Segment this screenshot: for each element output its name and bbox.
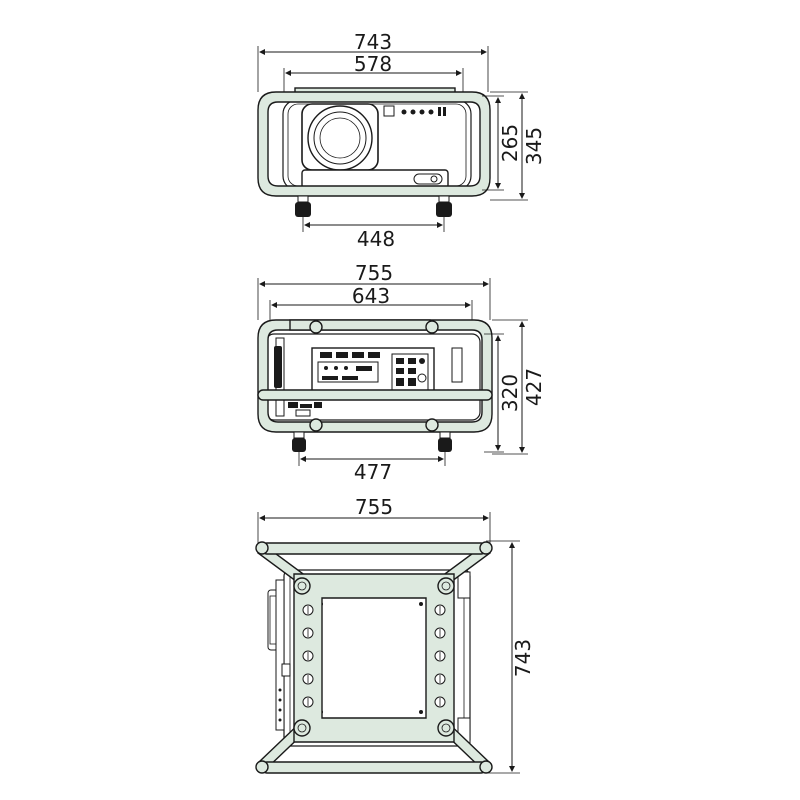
front-inner-width-dimension: 578 [283,52,464,96]
rear-body-height-dimension: 320 [484,333,522,453]
top-corner-front-left [255,541,269,555]
top-corner-rear-right [479,760,493,774]
front-view: 743 578 [257,30,546,251]
rear-connector-panel [311,347,435,395]
rear-right-foot [438,431,452,452]
rear-lower-ports [288,402,322,417]
rear-joint-top-right [425,320,439,334]
rear-overall-width-label: 755 [355,261,393,285]
front-frame [257,91,491,197]
top-overall-depth-label: 743 [511,639,535,677]
front-overall-height-label: 345 [522,127,546,165]
front-overall-width-label: 743 [354,30,392,54]
front-body-height-label: 265 [498,124,522,162]
top-view: 755 743 [255,495,535,774]
top-overall-depth-dimension: 743 [486,540,535,774]
rear-joint-bottom-left [309,418,323,432]
front-right-foot [436,195,452,217]
top-side-panel [267,579,291,731]
rear-middle-bar [257,389,493,401]
front-overall-width-dimension: 743 [257,30,489,92]
top-frame-rear-bar [261,761,487,774]
rear-overall-width-dimension: 755 [257,261,491,320]
front-inner-width-label: 578 [354,52,392,76]
lens-icon [301,103,379,171]
front-foot-spacing-label: 448 [357,227,395,251]
top-corner-rear-left [255,760,269,774]
rear-body-height-label: 320 [498,374,522,412]
rear-inner-width-label: 643 [352,284,390,308]
rear-overall-height-dimension: 427 [492,319,546,455]
rear-frame [257,319,493,433]
rear-handle [274,346,282,388]
front-controls [383,105,446,117]
top-right-bar-holes [434,604,446,708]
rear-inner-width-dimension: 643 [269,284,473,322]
rear-view: 755 643 [257,261,546,484]
front-overall-height-dimension: 345 [490,91,546,201]
rear-overall-height-label: 427 [522,368,546,406]
front-left-foot [295,195,311,217]
rear-joint-bottom-right [425,418,439,432]
rear-joint-top-left [309,320,323,334]
front-body-height-dimension: 265 [482,95,522,191]
top-overall-width-label: 755 [355,495,393,519]
top-corner-front-right [479,541,493,555]
top-left-bar-holes [302,604,314,708]
rear-foot-spacing-dimension: 477 [298,452,446,484]
top-overall-width-dimension: 755 [257,495,491,548]
top-inner-joints [293,577,455,737]
rear-foot-spacing-label: 477 [354,460,392,484]
top-frame-front-bar [261,542,487,555]
rear-left-foot [292,431,306,452]
front-foot-spacing-dimension: 448 [302,217,445,251]
